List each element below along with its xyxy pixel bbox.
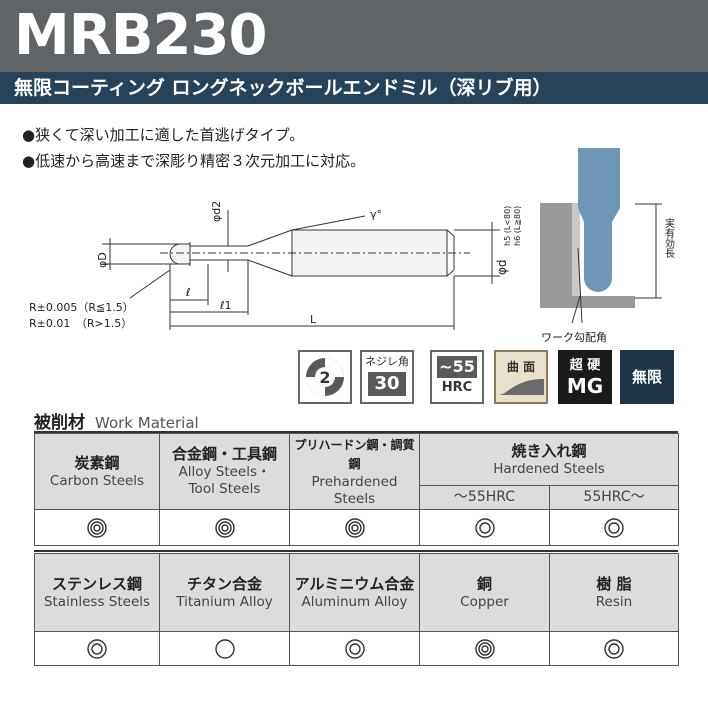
double-circle-mark (344, 638, 365, 659)
table-mid-rule (34, 550, 678, 552)
carbide-badge: 超 硬 MG (558, 350, 612, 404)
hardness-badge: ~55 HRC (430, 350, 484, 404)
feature-line-1: ●狭くて深い加工に適した首逃げタイプ。 (22, 126, 305, 144)
product-subtitle: 無限コーティング ロングネックボールエンドミル（深リブ用） (14, 77, 552, 99)
label-h6: h6 (L≧80) (513, 206, 522, 246)
hardness-value: ~55 (437, 356, 477, 378)
circle-mark (214, 638, 235, 659)
double-circle-mark (474, 517, 495, 538)
flute-count-value: 2 (319, 368, 330, 387)
carbide-grade: MG (566, 374, 604, 398)
side-label-effective-length: 実有効長 (663, 217, 675, 259)
curved-surface-label: 曲 面 (506, 360, 536, 374)
tool-dimension-drawing: φd2 γ° φD φd h5 (L<80) h6 (L≧80) ℓ ℓ1 L (96, 201, 522, 330)
side-label-slope: ワーク勾配角 (541, 331, 607, 344)
coating-badge: 無限 (620, 350, 674, 404)
label-phi-d: φd (495, 259, 509, 275)
label-L: L (310, 313, 317, 326)
curved-surface-icon (498, 379, 544, 395)
hardened-sub-upto-55hrc: ～55HRC (419, 485, 550, 510)
two-flute-icon: 2 (306, 358, 344, 396)
rating-resin (549, 631, 679, 666)
label-phi-d2: φd2 (210, 201, 223, 222)
curved-surface-badge: 曲 面 (494, 350, 548, 404)
hardness-unit: HRC (441, 380, 473, 395)
flute-count-badge: 2 (298, 350, 352, 404)
label-h5: h5 (L<80) (503, 206, 512, 246)
label-l: ℓ (185, 286, 191, 299)
label-gamma: γ° (370, 208, 382, 221)
helix-angle-label: ネジレ角 (365, 355, 409, 368)
rating-titanium-alloy (159, 631, 290, 666)
carbide-label: 超 硬 (569, 358, 601, 373)
double-circle-mark (87, 638, 107, 659)
label-l1: ℓ1 (219, 299, 232, 312)
rating-alloy-steels (159, 509, 290, 546)
coating-label: 無限 (631, 368, 662, 386)
double-circle-mark (604, 517, 624, 538)
work-material-title-jp: 被削材 (34, 413, 85, 433)
triple-circle-mark (87, 517, 107, 538)
rating-stainless-steels (34, 631, 160, 666)
label-phi-D: φD (96, 252, 109, 268)
tolerance-line-1: R±0.005（R≦1.5） (29, 301, 134, 314)
rating-aluminum-alloy (289, 631, 420, 666)
usage-illustration: 実有効長 (540, 148, 675, 324)
feature-line-2: ●低速から高速まで深彫り精密３次元加工に対応。 (22, 152, 366, 170)
triple-circle-mark (474, 638, 495, 659)
rating-prehardened-steels (289, 509, 420, 546)
work-material-title-en: Work Material (95, 414, 199, 432)
helix-angle-value: 30 (368, 372, 406, 396)
subtitle-bar: 無限コーティング ロングネックボールエンドミル（深リブ用） (0, 72, 708, 104)
table-top-rule (34, 431, 678, 433)
helix-angle-badge: ネジレ角 30 (360, 350, 414, 404)
triple-circle-mark (344, 517, 365, 538)
triple-circle-mark (214, 517, 235, 538)
double-circle-mark (604, 638, 624, 659)
work-material-heading: 被削材 Work Material (34, 408, 199, 433)
product-title: MRB230 (14, 3, 267, 68)
tolerance-line-2: R±0.01 （R>1.5） (29, 317, 133, 330)
rating-copper (419, 631, 550, 666)
rating-carbon-steels (34, 509, 160, 546)
rating-hardened-upto-55hrc (419, 509, 550, 546)
rating-hardened-over-55hrc (549, 509, 679, 546)
title-bar: MRB230 (0, 0, 708, 72)
hardened-sub-over-55hrc: 55HRC～ (549, 485, 679, 510)
